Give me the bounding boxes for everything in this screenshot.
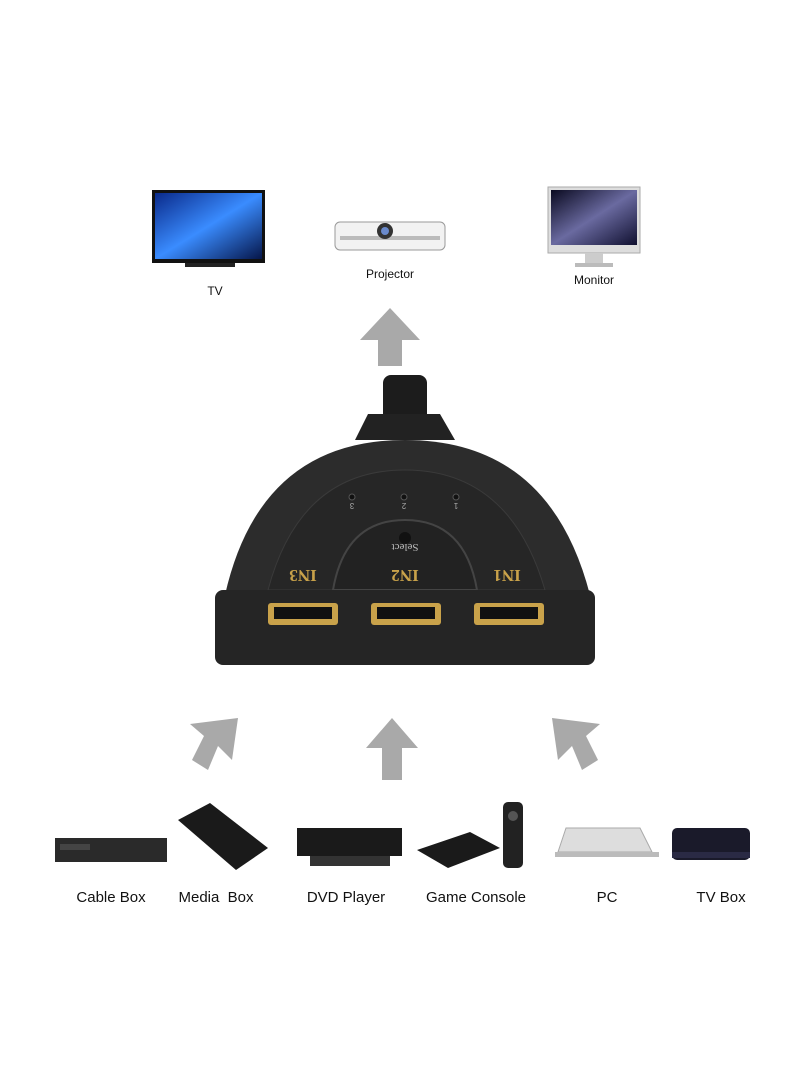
arrow-up-icon (360, 308, 420, 366)
input-label-pc: PC (596, 889, 618, 906)
tv-box-icon (672, 828, 750, 860)
arrow-diagonal-left-icon (190, 718, 238, 770)
hdmi-switch-device (215, 375, 595, 665)
input-label-game-console: Game Console (425, 889, 527, 906)
input-label-tv-box: TV Box (696, 889, 746, 906)
led-label-2: 2 (401, 501, 407, 510)
monitor-icon (547, 186, 641, 267)
port-label-in2: IN2 (391, 566, 419, 585)
input-label-dvd-player: DVD Player (306, 889, 386, 906)
output-label-projector: Projector (365, 267, 415, 281)
output-label-monitor: Monitor (573, 273, 615, 287)
led-label-1: 1 (453, 501, 459, 510)
game-console-icon (417, 802, 523, 868)
cable-box-icon (55, 838, 167, 862)
projector-icon (334, 221, 446, 251)
arrow-up-center-icon (366, 718, 418, 780)
tv-icon (152, 190, 265, 267)
output-label-tv: TV (207, 284, 223, 298)
led-label-3: 3 (349, 501, 355, 510)
pc-laptop-icon (555, 827, 659, 857)
input-label-cable-box: Cable Box (76, 889, 146, 906)
input-label-media-box: Media Box (178, 889, 254, 906)
dvd-player-icon (297, 828, 402, 866)
port-label-in1: IN1 (493, 566, 521, 585)
select-button-label: Select (391, 541, 419, 553)
arrow-diagonal-right-icon (552, 718, 600, 770)
port-label-in3: IN3 (289, 566, 317, 585)
media-box-icon (178, 803, 268, 870)
